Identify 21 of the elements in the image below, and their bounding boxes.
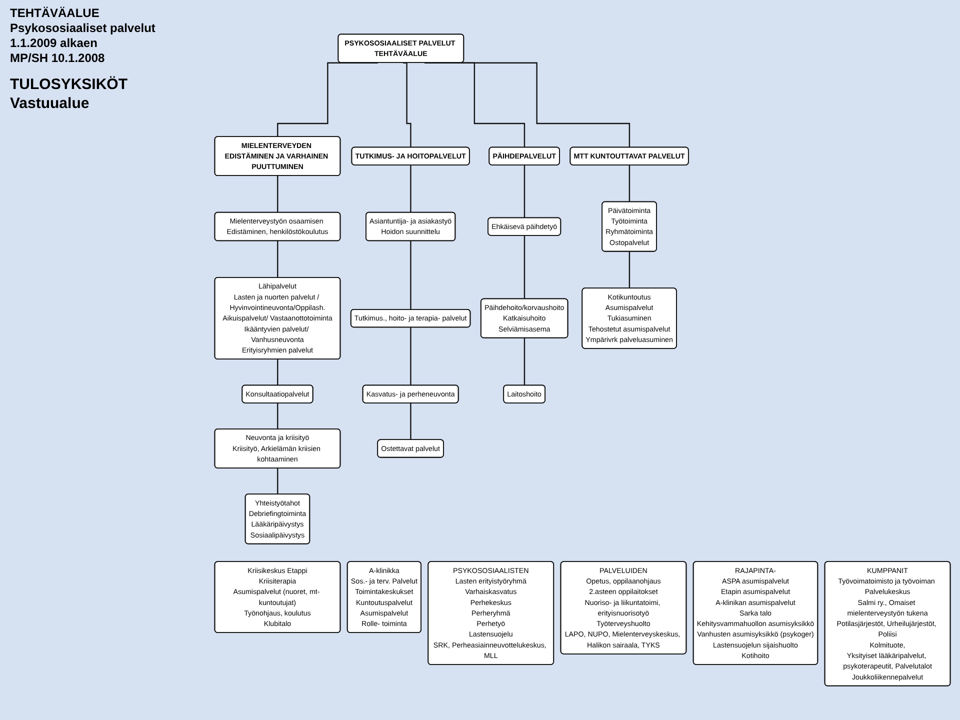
- header-text: TULOSYKSIKÖT: [10, 76, 129, 95]
- connector: [628, 251, 630, 289]
- header-text: 1.1.2009 alkaen: [10, 36, 98, 51]
- connector: [524, 235, 526, 300]
- header-text: Psykososiaaliset palvelut: [10, 21, 156, 36]
- connector: [524, 164, 526, 219]
- connector: [410, 240, 412, 310]
- connector: [277, 402, 278, 430]
- connector: [277, 175, 278, 214]
- connector: [403, 62, 412, 148]
- connector: [277, 240, 278, 278]
- connector: [410, 326, 412, 386]
- header-text: Vastuualue: [10, 94, 90, 114]
- header-text: MP/SH 10.1.2008: [10, 51, 106, 66]
- connector: [277, 468, 278, 495]
- connector: [410, 402, 412, 440]
- connector: [410, 164, 412, 214]
- connector: [277, 358, 278, 386]
- connector: [628, 164, 630, 203]
- connector: [524, 338, 526, 386]
- header-text: TEHTÄVÄALUE: [10, 6, 100, 21]
